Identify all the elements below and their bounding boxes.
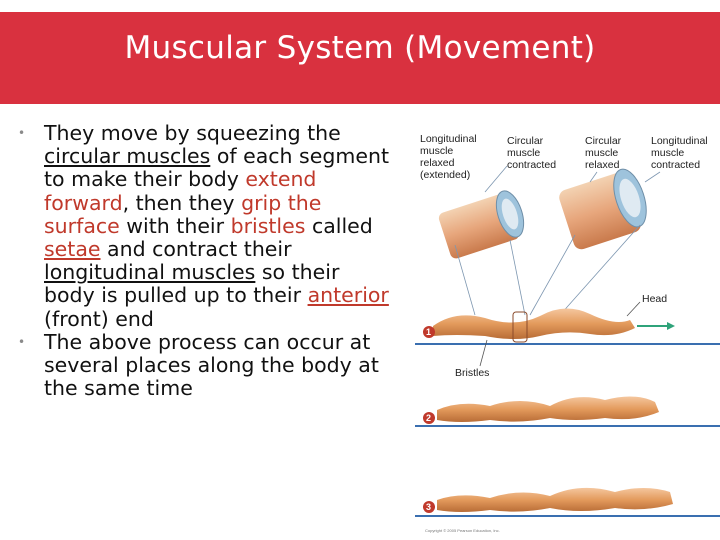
title-bar <box>0 12 720 104</box>
worm-stage-3: 3 <box>415 487 720 517</box>
worm-stage-2: 2 <box>415 396 720 427</box>
top-strip <box>0 0 720 12</box>
bullet-text-run: of each segment to make their body <box>44 144 389 192</box>
label-longitudinal-contracted: Longitudinal muscle contracted <box>651 135 711 171</box>
bullet-text-run: The above process can occur at several p… <box>44 329 379 401</box>
bullet-text-run: called <box>305 213 373 238</box>
bullet-text-run: anterior <box>307 283 389 308</box>
bullet-text-run: setae <box>44 237 101 262</box>
bullet-text-run: , then they <box>122 190 242 215</box>
label-longitudinal-relaxed: Longitudinal muscle relaxed (extended) <box>420 133 480 181</box>
earthworm-movement-figure: Longitudinal muscle relaxed (extended) C… <box>415 133 720 533</box>
bullet-dot-icon: • <box>18 334 26 349</box>
muscle-segment-contracted <box>559 168 647 250</box>
bullet-item-1: • They move by squeezing the circular mu… <box>18 121 393 331</box>
svg-text:3: 3 <box>426 502 431 512</box>
bullet-text-2: The above process can occur at several p… <box>44 330 379 400</box>
label-bristles: Bristles <box>455 367 489 379</box>
slide-title: Muscular System (Movement) <box>124 30 596 66</box>
label-circular-relaxed: Circular muscle relaxed <box>585 135 624 171</box>
bullet-text-run: longitudinal muscles <box>44 260 256 285</box>
bullet-item-2: • The above process can occur at several… <box>18 330 393 401</box>
bullet-text-run: extend forward <box>44 167 317 215</box>
label-head: Head <box>642 293 667 305</box>
muscle-segment-extended <box>438 190 525 259</box>
bullet-text-run: circular muscles <box>44 144 211 169</box>
bullet-text-run: They move by squeezing the <box>44 121 341 145</box>
bullet-text-1: They move by squeezing the circular musc… <box>44 121 389 331</box>
pointer-lines <box>454 165 661 316</box>
bullet-text-run: (front) end <box>44 306 154 331</box>
bullet-list: • They move by squeezing the circular mu… <box>18 121 393 401</box>
label-circular-contracted: Circular muscle contracted <box>507 135 556 171</box>
bullet-dot-icon: • <box>18 126 26 140</box>
svg-text:2: 2 <box>426 413 431 423</box>
svg-text:1: 1 <box>426 327 431 337</box>
worm-stage-1: 1 <box>415 308 720 345</box>
bullet-text-run: with their <box>119 213 231 238</box>
bullet-text-run: so their body is pulled up to their <box>44 260 340 308</box>
bullet-text-run: and contract their <box>100 237 292 262</box>
bullet-text-run: grip the surface <box>44 190 322 238</box>
bullet-text-run: bristles <box>230 213 306 238</box>
figure-copyright: Copyright © 2005 Pearson Education, Inc. <box>425 528 500 533</box>
